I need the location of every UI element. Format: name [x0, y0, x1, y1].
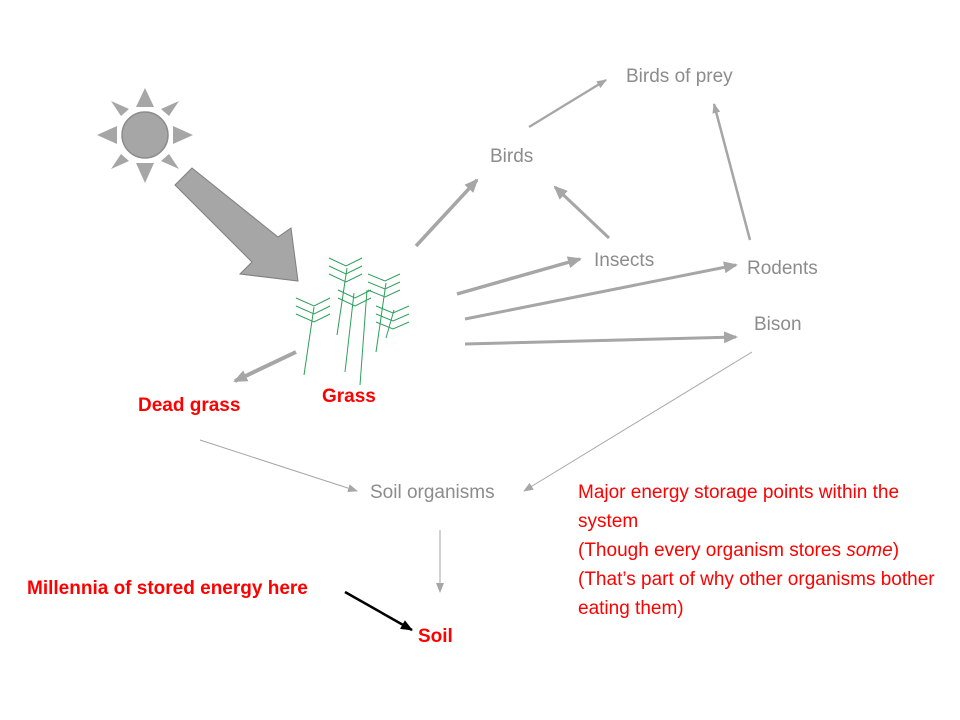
arrow-insects-to-birds: [553, 185, 611, 240]
node-dead-grass: Dead grass: [138, 395, 241, 416]
arrow-grass-to-insects: [456, 256, 582, 296]
arrow-bison-to-soil-organisms: [523, 351, 753, 492]
note-storage-points: Major energy storage points within the s…: [578, 482, 900, 532]
node-soil: Soil: [418, 626, 453, 647]
node-rodents: Rodents: [747, 258, 818, 279]
grass-icon: [295, 257, 410, 386]
food-web-arrows: [199, 79, 753, 632]
arrow-callout-to-soil: [344, 590, 413, 632]
sun-icon: [97, 88, 193, 183]
notes-block: Major energy storage points within the s…: [578, 478, 948, 623]
block-arrow-icon: [174, 167, 299, 282]
note-every-organism: (Though every organism stores some): [578, 536, 948, 565]
node-bison: Bison: [754, 314, 802, 335]
note-though-emphasis: some: [846, 540, 893, 561]
note-though-suffix: ): [892, 540, 900, 561]
note-why-eaten: (That’s part of why other organisms both…: [578, 569, 935, 619]
node-soil-organisms: Soil organisms: [370, 482, 495, 503]
arrow-grass-to-bison: [464, 331, 738, 346]
arrow-dead-grass-to-soil-organisms: [199, 439, 358, 493]
arrow-grass-to-birds: [414, 178, 479, 248]
node-birds: Birds: [490, 146, 534, 167]
arrow-grass-to-dead-grass: [233, 350, 297, 383]
node-grass: Grass: [322, 386, 376, 407]
node-insects: Insects: [594, 250, 655, 271]
node-birds-of-prey: Birds of prey: [626, 66, 733, 87]
callout-stored-energy: Millennia of stored energy here: [27, 578, 308, 599]
arrow-rodents-to-birds-of-prey: [712, 103, 752, 241]
arrow-grass-to-rodents: [464, 261, 738, 321]
arrow-birds-to-birds-of-prey: [528, 79, 607, 128]
note-though-prefix: (Though every organism stores: [578, 540, 847, 561]
